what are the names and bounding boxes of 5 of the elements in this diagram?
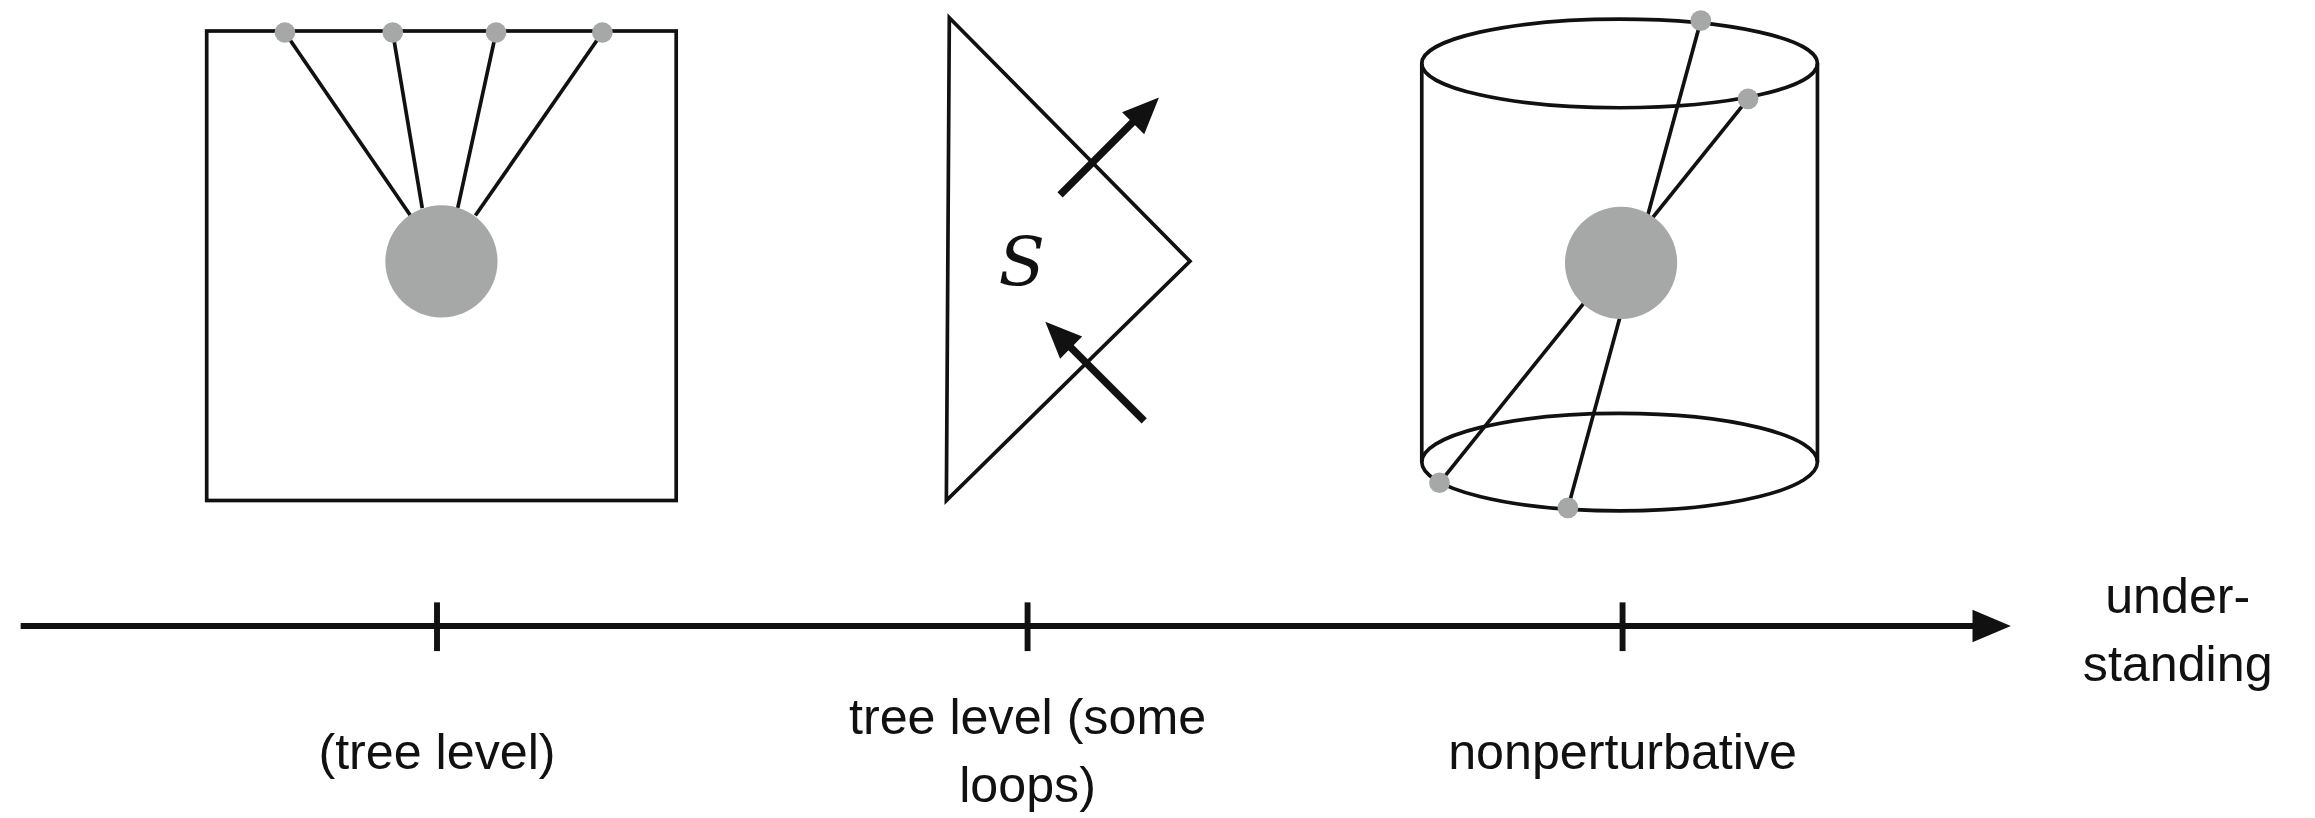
- tick-label: nonperturbative: [1447, 722, 1798, 782]
- axis-label: under- standing: [2081, 565, 2274, 693]
- tick-label: tree level (some loops): [848, 687, 1208, 814]
- tick-label: (tree level): [317, 722, 557, 782]
- symbol-label: S: [997, 224, 1046, 299]
